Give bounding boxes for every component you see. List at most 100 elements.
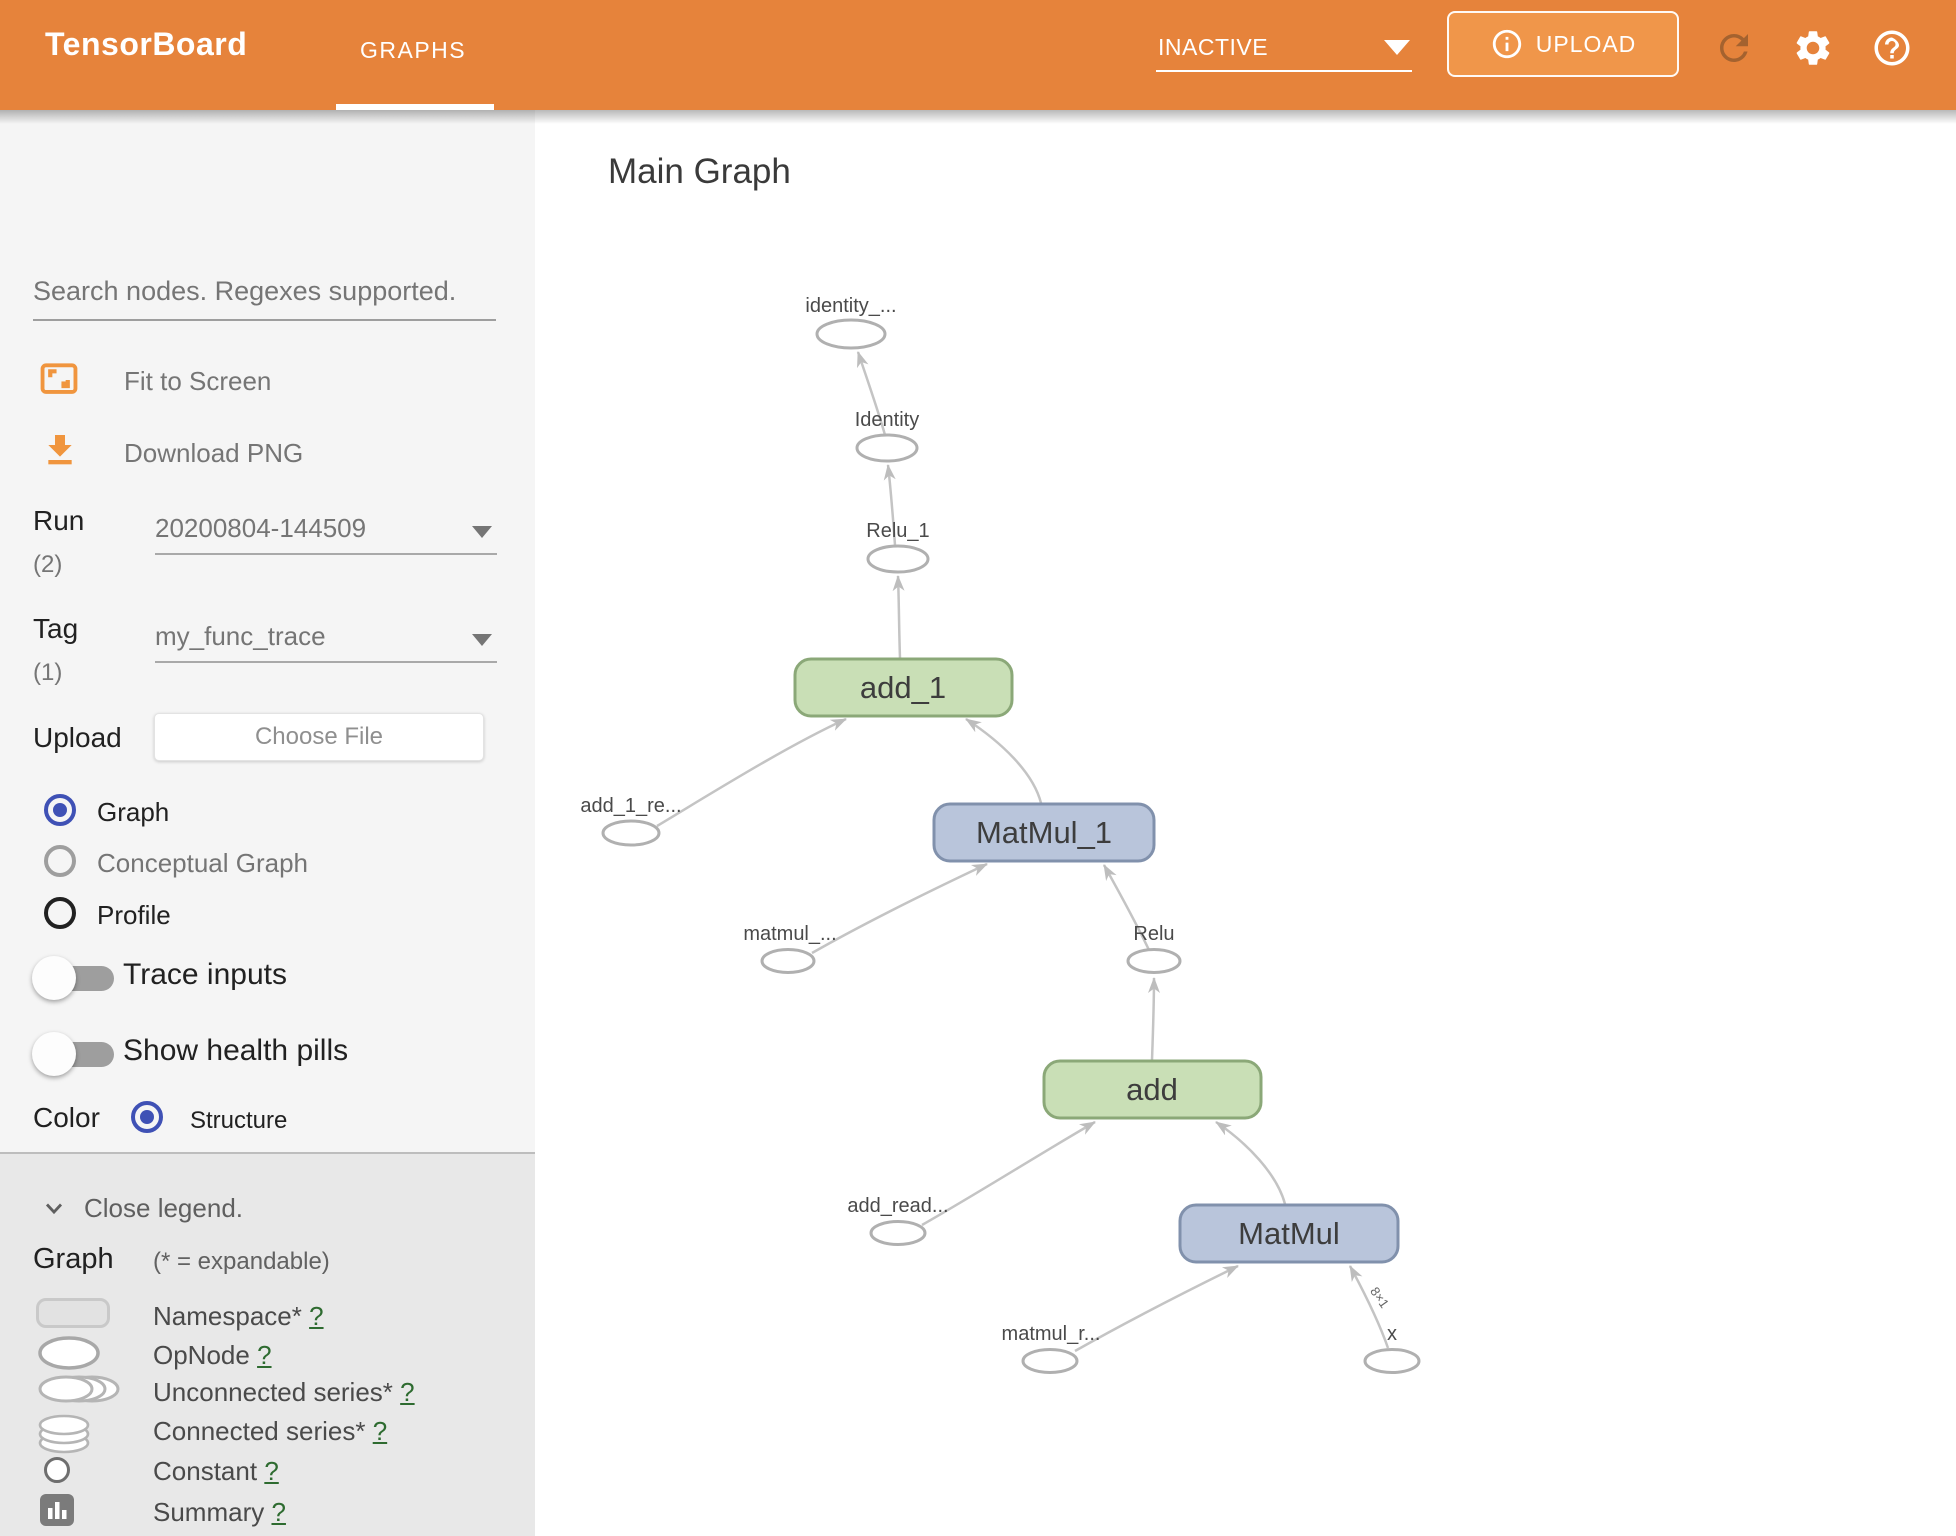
legend-item-opnode-label: OpNode [153,1340,250,1370]
graph-canvas[interactable]: 8×1 identity_... Identity Relu_1 add_1_r… [0,0,1956,1426]
radio-conceptual-graph-label[interactable]: Conceptual Graph [97,848,309,878]
node-matmul[interactable]: MatMul [1178,1203,1400,1264]
node-identity-label: Identity [855,409,919,431]
fit-to-screen-button[interactable]: Fit to Screen [124,366,272,396]
tag-dropdown-caret-icon[interactable] [472,634,492,646]
node-matmul-read-2[interactable]: matmul_r... [1002,1323,1101,1374]
node-add-1-read-label: add_1_re... [580,795,681,817]
radio-graph[interactable] [44,794,76,826]
node-add-1-read[interactable]: add_1_re... [580,795,682,847]
legend-item-constant: Constant ? [153,1456,279,1487]
radio-graph-label[interactable]: Graph [97,797,170,827]
tag-count: (1) [33,659,63,686]
search-input[interactable] [33,270,496,321]
opnode-shape-icon [38,1336,100,1370]
chevron-down-icon[interactable] [40,1194,68,1222]
sidebar: Fit to Screen Download PNG Run (2) 20200… [0,110,535,1536]
node-matmul-1[interactable]: MatMul_1 [932,802,1156,863]
edge-matmul-to-add [1215,1120,1287,1205]
graph-op-nodes: identity_... Identity Relu_1 add_1_re...… [580,295,1421,1374]
node-x-label: x [1387,1323,1397,1345]
connected-series-shape-icon [38,1414,90,1454]
trace-inputs-label: Trace inputs [123,958,287,991]
edge-matmul1-to-add1 [965,717,1043,804]
node-matmul-read-2-label: matmul_r... [1002,1323,1101,1345]
legend-item-opnode-help[interactable]: ? [257,1340,272,1370]
run-count: (2) [33,551,63,578]
info-icon [1492,29,1521,59]
settings-gear-icon[interactable] [1792,27,1834,69]
legend-item-connected-series: Connected series* ? [153,1416,387,1447]
close-legend-button[interactable]: Close legend. [84,1193,243,1223]
show-health-pills-toggle[interactable] [32,1032,114,1076]
radio-conceptual-graph[interactable] [44,845,76,877]
edge-add1read-to-add1 [656,717,847,828]
main-graph-title: Main Graph [608,152,791,191]
color-label: Color [33,1102,100,1133]
status-dropdown-caret-icon[interactable] [1384,40,1410,55]
edge-add-to-relu [1147,977,1160,1061]
node-matmul-read[interactable]: matmul_... [743,923,837,974]
summary-shape-icon [40,1494,74,1526]
help-icon[interactable] [1871,27,1913,69]
run-dropdown-caret-icon[interactable] [472,526,492,538]
legend-item-namespace-label: Namespace* [153,1301,302,1331]
node-relu-1[interactable]: Relu_1 [866,520,930,574]
radio-profile[interactable] [44,897,76,929]
legend-heading: Graph [33,1243,114,1275]
legend-item-unconnected-series-help[interactable]: ? [400,1377,415,1407]
legend-item-opnode: OpNode ? [153,1340,272,1371]
constant-shape-icon [44,1457,70,1483]
node-add-read[interactable]: add_read... [847,1195,949,1246]
status-dropdown-underline [1156,70,1412,72]
legend-item-namespace: Namespace* ? [153,1301,324,1332]
graph-edges: 8×1 [656,351,1392,1353]
download-icon[interactable] [40,430,80,470]
edge-matmulread2-to-matmul [1074,1264,1239,1353]
trace-inputs-toggle-knob[interactable] [32,956,76,1000]
namespace-shape-icon [36,1298,110,1328]
legend-item-constant-help[interactable]: ? [264,1456,279,1486]
legend-item-connected-series-help[interactable]: ? [372,1416,388,1446]
node-add-1-label: add_1 [860,670,946,705]
edge-matmulread-to-matmul1 [811,862,988,955]
radio-profile-label[interactable]: Profile [97,900,171,930]
show-health-pills-label: Show health pills [123,1034,349,1067]
status-dropdown-value[interactable]: INACTIVE [1158,34,1269,60]
download-png-button[interactable]: Download PNG [124,438,304,468]
edge-relu1-to-identity [883,464,897,546]
show-health-pills-toggle-knob[interactable] [32,1032,76,1076]
color-structure-label[interactable]: Structure [190,1107,288,1134]
node-identity-out[interactable]: identity_... [805,295,897,350]
choose-file-label: Choose File [254,723,384,750]
tag-dropdown-value[interactable]: my_func_trace [155,621,326,651]
trace-inputs-toggle[interactable] [32,956,114,1000]
node-add-label: add [1126,1072,1178,1107]
upload-label: Upload [33,722,122,753]
upload-button[interactable]: UPLOAD [1447,11,1679,77]
legend-item-summary-help[interactable]: ? [271,1497,286,1527]
node-identity[interactable]: Identity [855,409,919,463]
node-x[interactable]: x [1363,1323,1421,1374]
legend-item-connected-series-label: Connected series* [153,1416,366,1446]
node-add[interactable]: add [1042,1059,1263,1120]
legend-item-summary-label: Summary [153,1497,265,1527]
upload-button-label: UPLOAD [1535,30,1637,57]
fit-to-screen-icon[interactable] [38,358,80,400]
node-relu-label: Relu [1133,923,1174,945]
tag-dropdown-underline [155,661,497,663]
refresh-icon[interactable] [1713,27,1755,69]
tab-graphs[interactable]: GRAPHS [360,37,467,63]
run-label: Run [33,505,85,536]
unconnected-series-shape-icon [38,1375,120,1403]
edge-add1-to-relu1 [892,575,905,659]
node-add-1[interactable]: add_1 [793,657,1014,718]
node-relu[interactable]: Relu [1126,923,1182,974]
tag-label: Tag [33,613,79,644]
radio-color-structure[interactable] [131,1101,163,1133]
run-dropdown-value[interactable]: 20200804-144509 [155,513,367,543]
legend-item-unconnected-series: Unconnected series* ? [153,1377,415,1408]
choose-file-button[interactable]: Choose File [154,713,484,761]
legend-item-namespace-help[interactable]: ? [309,1301,324,1331]
